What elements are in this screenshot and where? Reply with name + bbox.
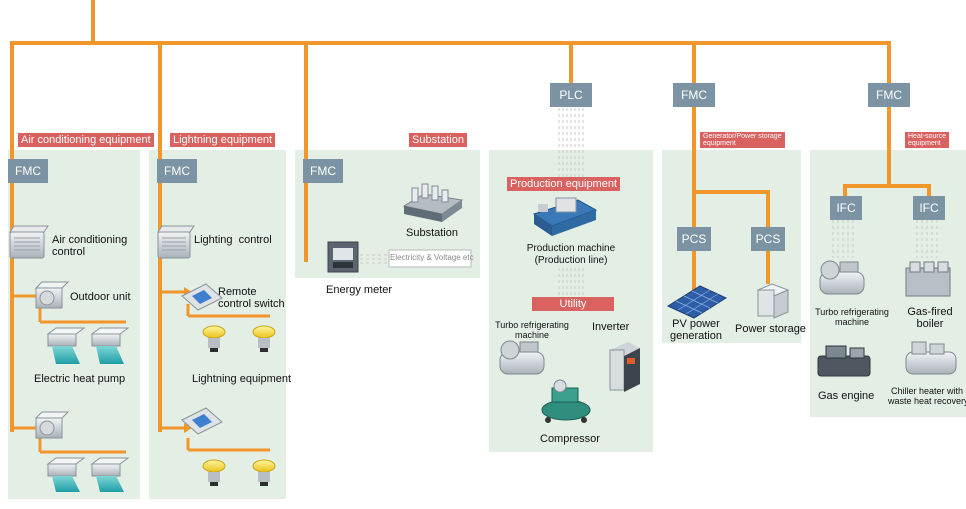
label-outdoor-unit: Outdoor unit [70,291,131,303]
gas-engine-icon [817,345,871,377]
label-signal: Electricity & Voltage etc [390,253,474,262]
signal-lines [360,108,938,298]
fmc-node-generator: FMC [673,83,715,107]
label-lightning-equipment: Lightning equipment [192,373,292,385]
turbo-refrigerating-machine-icon-2 [819,260,865,295]
energy-meter-icon [327,241,359,273]
label-turbo-refrigerating-2: Turbo refrigerating machine [815,307,889,327]
label-inverter: Inverter [592,321,630,333]
label-electric-heat-pump: Electric heat pump [34,373,126,385]
label-energy-meter: Energy meter [326,284,393,296]
compressor-icon [541,379,591,423]
category-utility: Utility [532,297,614,311]
heat-pump-unit-icon-2 [90,327,130,364]
light-bulb-icon-4 [252,459,276,486]
outdoor-unit-icon [34,281,70,309]
category-heat-source: Heat-source equipment [905,132,950,148]
power-storage-icon [756,283,790,319]
gas-fired-boiler-icon [905,261,951,297]
air-conditioning-control-icon [9,225,49,259]
remote-switch-icon-2 [181,407,223,435]
turbo-refrigerating-machine-icon [499,340,545,375]
light-bulb-icon-3 [202,459,226,486]
pcs-node-1: PCS [677,227,711,251]
panel-light [149,150,286,499]
category-substation: Substation [409,133,467,147]
light-bulb-icon-1 [202,325,226,352]
production-machine-icon [532,197,598,236]
outdoor-unit-icon-2 [34,411,70,439]
label-gas-engine: Gas engine [818,390,875,402]
air-branch-lines [12,290,270,454]
ifc-node-2: IFC [913,196,945,220]
label-substation: Substation [406,227,458,239]
label-remote-control-switch: Remote control switch [218,286,285,310]
label-compressor: Compressor [540,433,600,445]
chiller-heater-icon [905,341,957,375]
heat-pump-unit-icon-3 [46,457,86,492]
label-pv-generation: PV power generation [670,318,722,342]
label-production-machine: Production machine (Production line) [526,243,616,266]
ifc-node-1: IFC [830,196,862,220]
signal-label-box [388,249,472,268]
category-air-conditioning: Air conditioning equipment [18,133,154,147]
plc-node: PLC [550,83,592,107]
pcs-node-2: PCS [751,227,785,251]
inverter-icon [609,342,640,392]
label-air-conditioning-control: Air conditioning control [52,234,128,258]
label-power-storage: Power storage [735,323,806,335]
dashed-continuation [10,306,162,420]
remote-switch-icon [181,283,223,311]
label-gas-fired-boiler: Gas-fired boiler [907,306,953,330]
fmc-node-light: FMC [157,159,197,183]
light-bulb-icon-2 [252,325,276,352]
label-chiller-heater: Chiller heater with waste heat recovery [888,386,966,406]
fmc-node-air: FMC [8,159,48,183]
substation-icon [402,183,464,222]
heat-pump-unit-icon-1 [46,327,86,364]
heat-pump-unit-icon-4 [90,457,130,492]
panel-air [8,150,140,499]
label-lighting-control: Lighting control [194,234,272,246]
label-turbo-refrigerating: Turbo refrigerating machine [495,320,569,340]
fmc-node-substation: FMC [303,159,343,183]
fmc-node-heat: FMC [868,83,910,107]
lighting-control-icon [157,225,195,259]
category-generator: Generator/Power storage equipment [700,132,785,148]
pv-panel-icon [666,285,728,319]
category-production: Production equipment [507,177,621,191]
category-lightning: Lightning equipment [170,133,276,147]
